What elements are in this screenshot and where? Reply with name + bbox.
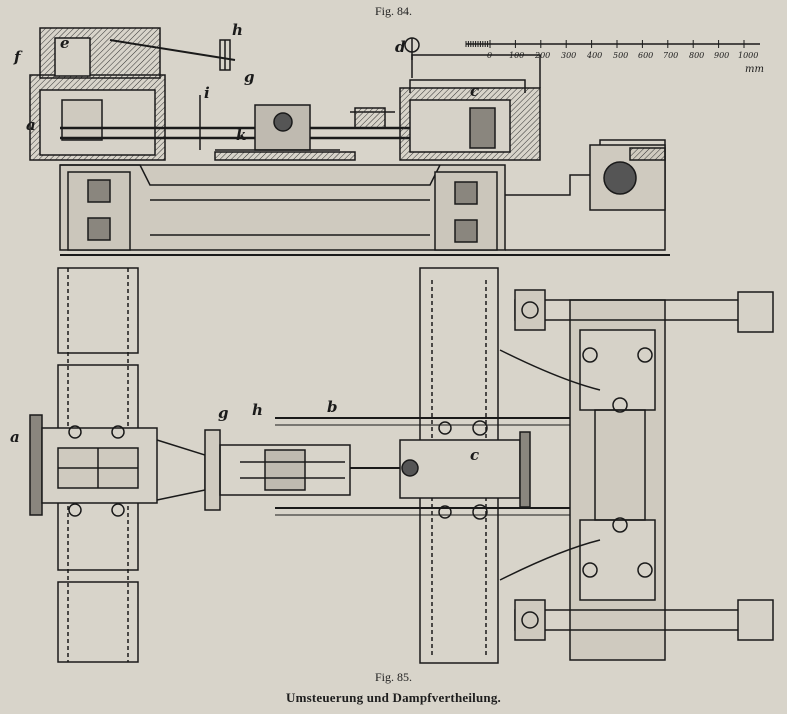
label-h-bottom: h — [252, 401, 263, 419]
label-a-top: a — [26, 116, 36, 134]
scale-tick-900: 900 — [714, 51, 729, 60]
label-g-top: g — [244, 68, 255, 86]
label-i: i — [204, 84, 210, 102]
label-b: b — [327, 398, 338, 416]
scale-tick-600: 600 — [638, 51, 653, 60]
label-f: f — [13, 48, 23, 66]
scale-tick-400: 400 — [586, 51, 602, 60]
label-c-top: c — [470, 82, 479, 100]
scale-bar — [465, 40, 760, 48]
label-h-top: h — [232, 21, 243, 39]
label-g-bottom: g — [218, 404, 229, 422]
label-k: k — [236, 126, 246, 144]
figure-85-caption: Fig. 85. — [374, 670, 412, 684]
fig85-plan — [29, 267, 774, 664]
scale-tick-200: 200 — [534, 51, 550, 60]
fig84-elevation — [29, 27, 670, 256]
scale-tick-500: 500 — [613, 51, 628, 60]
label-d: d — [395, 38, 406, 56]
figure-title: Umsteuerung und Dampfvertheilung. — [286, 690, 501, 705]
scale-tick-1000: 1000 — [738, 51, 758, 60]
label-c-bottom: c — [470, 446, 479, 464]
label-e: e — [60, 34, 70, 52]
scale-unit: mm — [745, 64, 764, 75]
label-a-bottom: a — [10, 428, 20, 446]
scale-tick-800: 800 — [689, 51, 704, 60]
scale-tick-300: 300 — [561, 51, 576, 60]
fig84-labels: f e a h g i k d c — [13, 21, 479, 144]
figure-84-caption: Fig. 84. — [374, 4, 412, 18]
scale-tick-700: 700 — [663, 51, 678, 60]
fig85-labels: a g h b c — [10, 398, 479, 464]
